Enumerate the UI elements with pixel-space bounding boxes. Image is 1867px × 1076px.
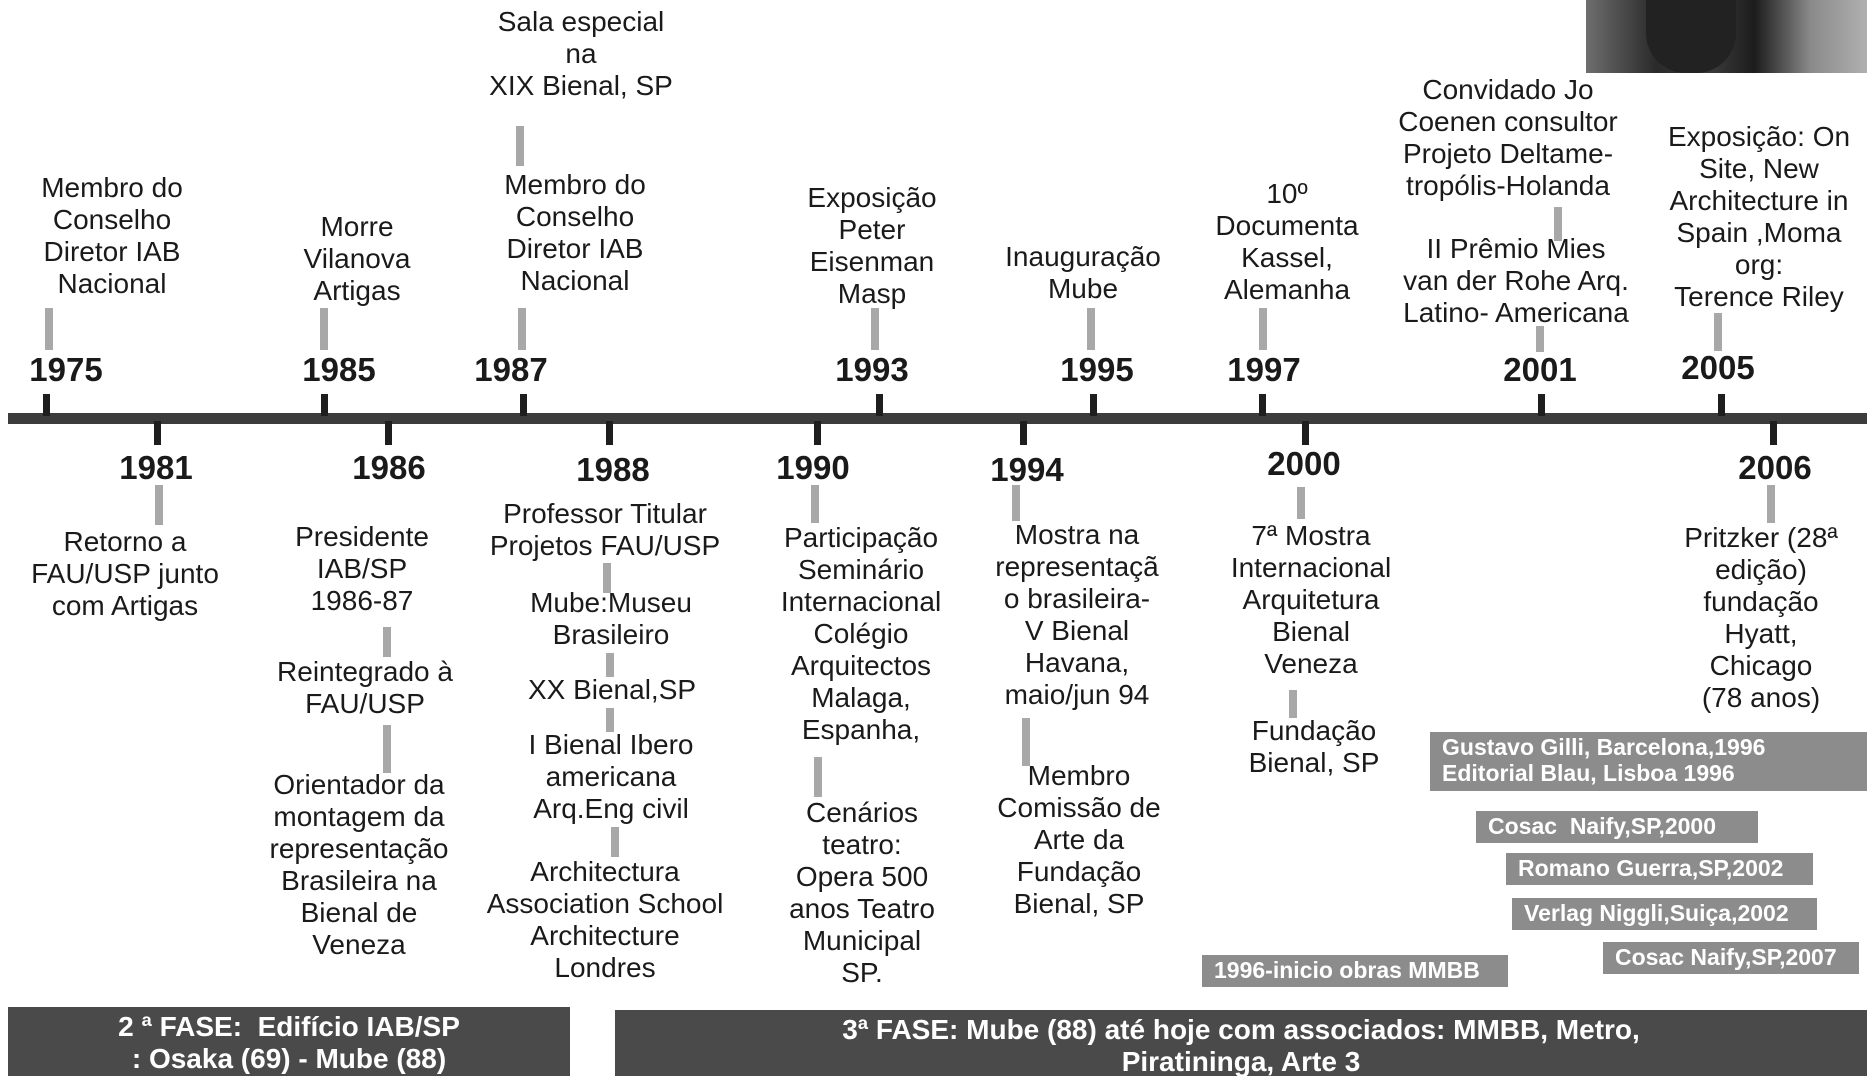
connector-2000a [1297, 487, 1305, 519]
year-1995: 1995 [1060, 351, 1134, 388]
event-1986-presidente: Presidente IAB/SP 1986-87 [295, 521, 429, 616]
event-1986-reintegrado: Reintegrado à FAU/USP [277, 656, 453, 719]
event-1975: Membro do Conselho Diretor IAB Nacional [41, 172, 183, 299]
year-2006: 2006 [1738, 449, 1812, 486]
timeline-axis [8, 413, 1867, 424]
tick-1995 [1090, 394, 1097, 416]
year-1990: 1990 [776, 449, 850, 486]
event-1986-orientador: Orientador da montagem da representação … [269, 769, 449, 960]
event-2005: Exposição: On Site, New Architecture in … [1667, 121, 1851, 312]
tick-2006 [1770, 421, 1777, 445]
year-1994: 1994 [990, 451, 1064, 488]
tick-1997 [1259, 394, 1266, 416]
connector-1988d [611, 827, 619, 857]
connector-1994b [1022, 718, 1030, 766]
connector-1988c [606, 708, 614, 732]
event-1994-mostra: Mostra na representaçã o brasileira- V B… [995, 519, 1159, 710]
connector-2000b [1289, 690, 1297, 718]
connector-1975 [45, 308, 53, 350]
connector-1986b [383, 725, 391, 773]
connector-1993 [871, 308, 879, 350]
tick-1988 [606, 421, 613, 445]
connector-1988b [606, 653, 614, 677]
event-1985: Morre Vilanova Artigas [303, 211, 411, 306]
publication-romano-guerra: Romano Guerra,SP,2002 [1506, 853, 1813, 885]
event-1988-architectura: Architectura Association School Architec… [486, 856, 724, 983]
event-1987-sala-especial: Sala especial na XIX Bienal, SP [489, 6, 673, 101]
year-1988: 1988 [576, 451, 650, 488]
event-1988-xx-bienal: XX Bienal,SP [527, 674, 697, 705]
connector-2001a [1554, 207, 1562, 241]
event-1987-conselho: Membro do Conselho Diretor IAB Nacional [504, 169, 646, 296]
event-2001-convidado: Convidado Jo Coenen consultor Projeto De… [1398, 74, 1618, 201]
portrait-figure [1646, 0, 1736, 73]
year-1975: 1975 [29, 351, 103, 388]
connector-1994a [1012, 485, 1020, 521]
publication-gustavo-gilli: Gustavo Gilli, Barcelona,1996 Editorial … [1430, 732, 1867, 791]
phase-3-banner: 3ª FASE: Mube (88) até hoje com associad… [615, 1010, 1867, 1076]
tick-1986 [385, 421, 392, 445]
tick-1987 [520, 394, 527, 416]
event-1994-membro: Membro Comissão de Arte da Fundação Bien… [997, 760, 1161, 919]
tick-1985 [321, 394, 328, 416]
connector-1988a [603, 563, 611, 593]
year-1985: 1985 [302, 351, 376, 388]
tick-2005 [1718, 394, 1725, 416]
connector-1990a [811, 485, 819, 523]
year-2005: 2005 [1681, 349, 1755, 386]
event-2001-premio: II Prêmio Mies van der Rohe Arq. Latino-… [1403, 233, 1629, 328]
event-1990-cenarios: Cenários teatro: Opera 500 anos Teatro M… [789, 797, 935, 988]
connector-2005 [1714, 313, 1722, 351]
event-2006: Pritzker (28ª edição) fundação Hyatt, Ch… [1684, 522, 1838, 713]
connector-1987a [516, 126, 524, 166]
tick-1994 [1020, 421, 1027, 445]
event-1981: Retorno a FAU/USP junto com Artigas [31, 526, 219, 621]
tick-1975 [43, 394, 50, 416]
year-2000: 2000 [1267, 445, 1341, 482]
event-1990-participacao: Participação Seminário Internacional Col… [780, 522, 942, 745]
portrait-photo [1586, 0, 1867, 73]
connector-1986a [383, 627, 391, 657]
connector-2006 [1767, 485, 1775, 523]
tick-2000 [1302, 421, 1309, 445]
connector-1997 [1259, 308, 1267, 350]
event-1995: Inauguração Mube [1005, 241, 1161, 304]
year-2001: 2001 [1503, 351, 1577, 388]
event-1997: 10º Documenta Kassel, Alemanha [1215, 178, 1359, 305]
year-1993: 1993 [835, 351, 909, 388]
connector-1987b [518, 308, 526, 350]
phase-2-banner: 2 ª FASE: Edifício IAB/SP : Osaka (69) -… [8, 1007, 570, 1076]
event-1988-professor: Professor Titular Projetos FAU/USP [489, 498, 721, 561]
tick-2001 [1538, 394, 1545, 416]
tick-1993 [876, 394, 883, 416]
tick-1990 [814, 421, 821, 445]
connector-1995 [1087, 308, 1095, 350]
connector-1981 [155, 485, 163, 525]
event-1988-bienal-ibero: I Bienal Ibero americana Arq.Eng civil [528, 729, 694, 824]
connector-1990b [814, 757, 822, 797]
event-2000-mostra: 7ª Mostra Internacional Arquitetura Bien… [1230, 520, 1392, 679]
publication-mmbb-obras: 1996-inicio obras MMBB [1202, 955, 1508, 987]
connector-2001b [1536, 326, 1544, 352]
tick-1981 [154, 421, 161, 445]
publication-cosac-naify-2007: Cosac Naify,SP,2007 [1603, 942, 1859, 974]
publication-cosac-naify-2000: Cosac Naify,SP,2000 [1476, 811, 1758, 843]
publication-verlag-niggli: Verlag Niggli,Suiça,2002 [1512, 898, 1817, 930]
event-1988-mube: Mube:Museu Brasileiro [530, 587, 692, 650]
event-1993: Exposição Peter Eisenman Masp [807, 182, 937, 309]
event-2000-fundacao: Fundação Bienal, SP [1248, 715, 1380, 778]
year-1986: 1986 [352, 449, 426, 486]
year-1981: 1981 [119, 449, 193, 486]
year-1997: 1997 [1227, 351, 1301, 388]
year-1987: 1987 [474, 351, 548, 388]
connector-1985 [320, 308, 328, 350]
